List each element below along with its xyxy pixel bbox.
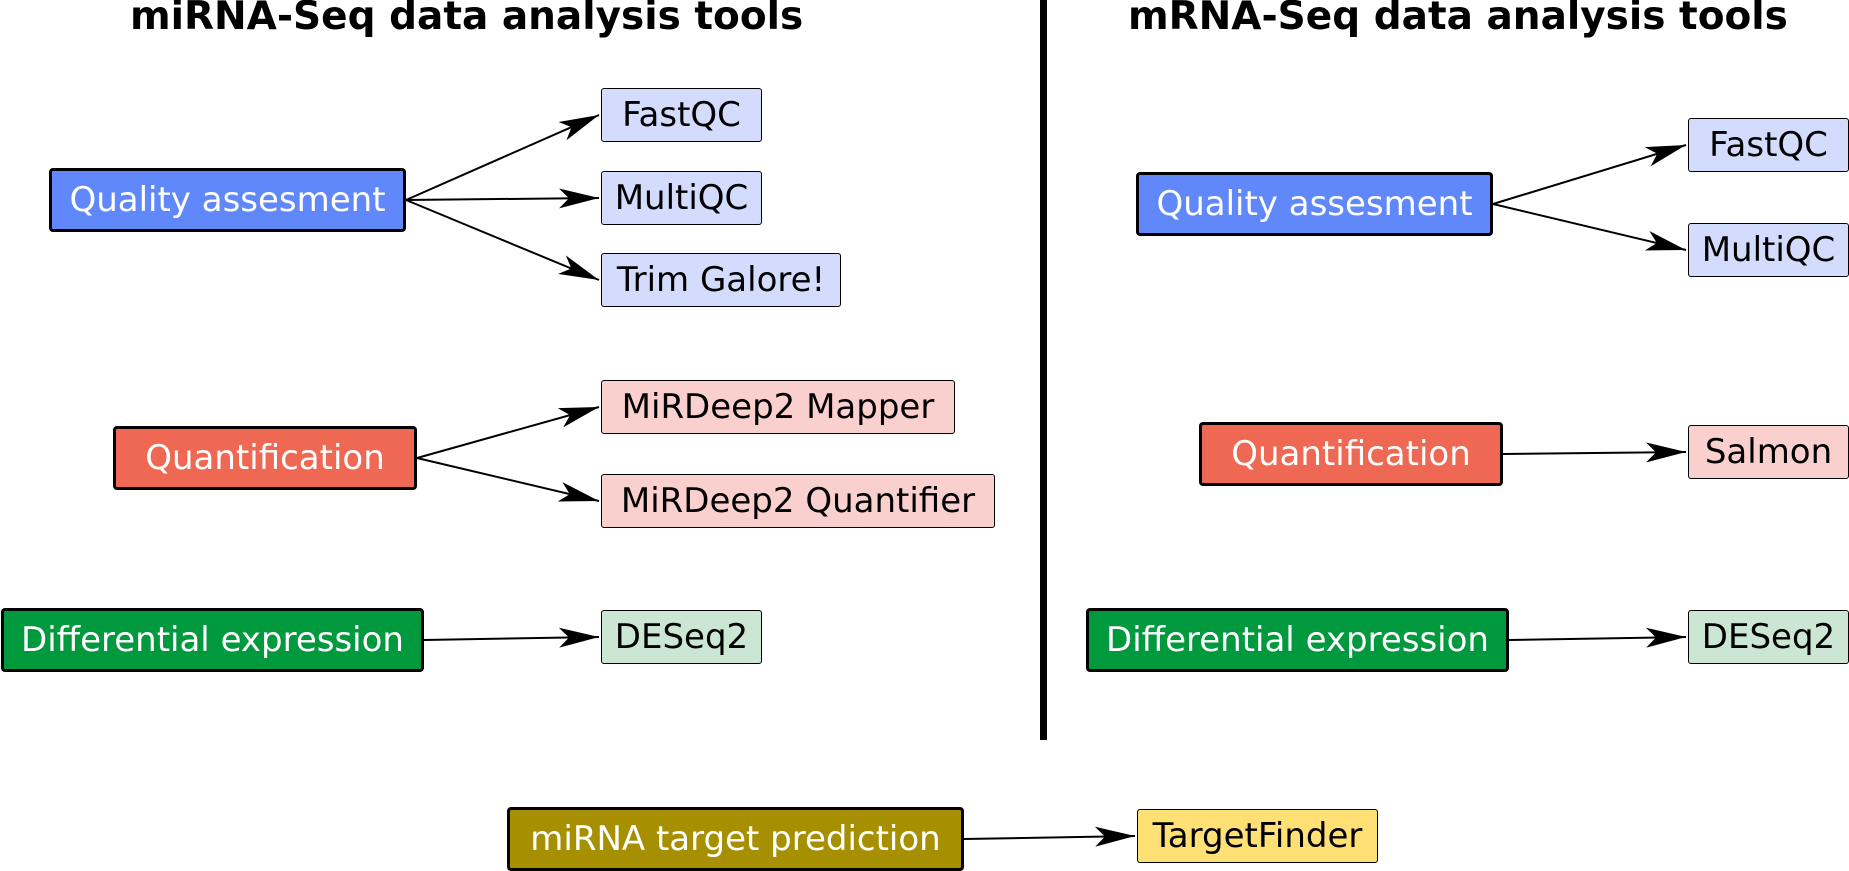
left-tool-multiqc: MultiQC xyxy=(601,171,762,225)
arrow-L-q-to-L-q-0 xyxy=(416,406,600,459)
arrow-R-qa-to-R-qa-0 xyxy=(1492,144,1687,205)
right-quality-assessment-node: Quality assesment xyxy=(1136,172,1493,236)
left-title: miRNA-Seq data analysis tools xyxy=(130,0,804,39)
right-tool-fastqc: FastQC xyxy=(1688,118,1849,172)
left-quality-assessment-node: Quality assesment xyxy=(49,168,406,232)
arrow-R-q-to-R-q-0 xyxy=(1502,442,1687,463)
right-quantification-node: Quantification xyxy=(1199,422,1503,486)
tool-targetfinder: TargetFinder xyxy=(1137,809,1378,863)
arrow-B-t-to-B-t-0 xyxy=(963,826,1136,847)
right-title: mRNA-Seq data analysis tools xyxy=(1128,0,1788,39)
arrow-L-q-to-L-q-1 xyxy=(416,457,600,502)
right-tool-deseq2: DESeq2 xyxy=(1688,610,1849,664)
left-differential-expression-node: Differential expression xyxy=(1,608,424,672)
left-quantification-node: Quantification xyxy=(113,426,417,490)
right-tool-salmon: Salmon xyxy=(1688,425,1849,479)
left-tool-deseq2: DESeq2 xyxy=(601,610,762,664)
arrow-R-qa-to-R-qa-1 xyxy=(1492,203,1687,251)
target-prediction-node: miRNA target prediction xyxy=(507,807,964,871)
left-tool-fastqc: FastQC xyxy=(601,88,762,142)
left-tool-mirdeep2-mapper: MiRDeep2 Mapper xyxy=(601,380,955,434)
arrow-L-d-to-L-d-0 xyxy=(423,627,600,648)
section-divider xyxy=(1040,0,1047,740)
left-tool-mirdeep2-quantifier: MiRDeep2 Quantifier xyxy=(601,474,995,528)
left-tool-trim-galore: Trim Galore! xyxy=(601,253,841,307)
arrow-R-d-to-R-d-0 xyxy=(1508,627,1687,648)
right-tool-multiqc: MultiQC xyxy=(1688,223,1849,277)
arrow-L-qa-to-L-qa-2 xyxy=(405,199,600,281)
arrow-L-qa-to-L-qa-1 xyxy=(405,188,600,209)
arrow-L-qa-to-L-qa-0 xyxy=(405,114,600,201)
right-differential-expression-node: Differential expression xyxy=(1086,608,1509,672)
